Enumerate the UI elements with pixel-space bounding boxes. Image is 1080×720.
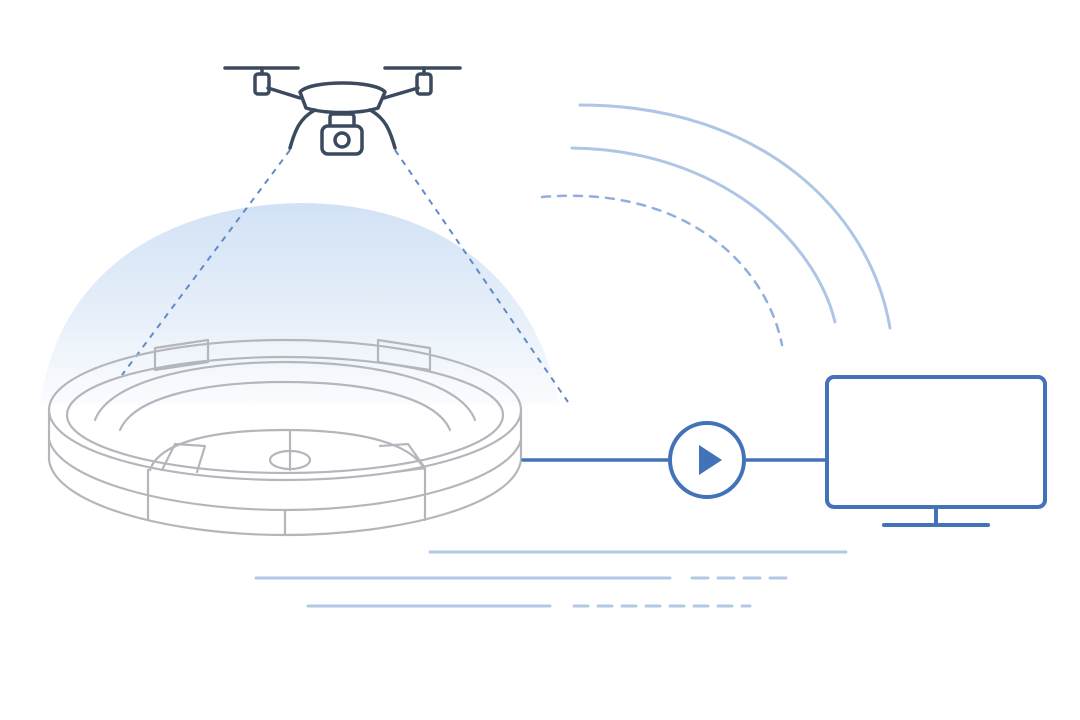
play-icon <box>668 421 746 499</box>
camera-coverage-lines <box>121 149 569 403</box>
coverage-line-right <box>394 149 569 403</box>
drone-icon <box>223 66 462 150</box>
signal-arc-inner <box>540 194 784 347</box>
coverage-dome <box>40 203 560 405</box>
signal-arc-outer <box>578 103 892 330</box>
stadium-icon <box>47 338 523 537</box>
signal-arc-middle <box>570 146 837 324</box>
monitor-icon <box>825 375 1047 527</box>
wireless-signal-icon <box>540 103 892 347</box>
camera-icon <box>320 112 364 156</box>
speed-lines <box>254 550 848 608</box>
